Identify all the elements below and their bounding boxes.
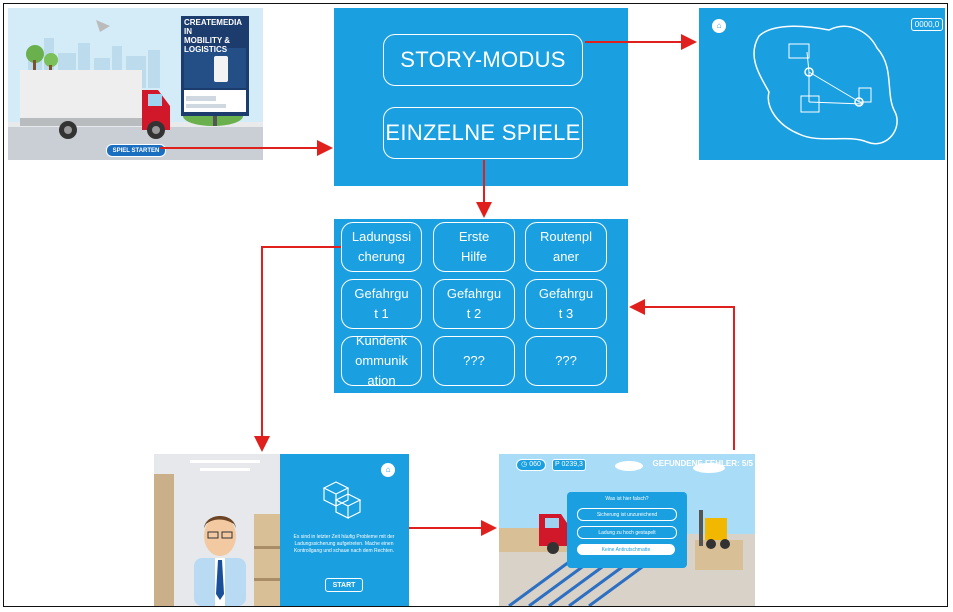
- story-mode-button[interactable]: STORY-MODUS: [383, 34, 583, 86]
- home-icon[interactable]: ⌂: [385, 465, 391, 474]
- intro-screen-thumbnail: ⌂ Es sind in letzter Zeit häufig Problem…: [154, 454, 409, 606]
- home-icon[interactable]: ⌂: [716, 21, 722, 30]
- poster-line-2: MOBILITY &: [184, 36, 231, 45]
- poster-line-1: CREATEMEDIA IN: [184, 18, 242, 36]
- map-score: 0000,0: [911, 18, 943, 31]
- game-tile-load-securing[interactable]: Ladungssi cherung: [341, 222, 422, 272]
- loading-yard-illustration: [499, 454, 755, 606]
- game-tile-unknown-1[interactable]: ???: [433, 336, 515, 386]
- game-screen-thumbnail: ◷ 060 P 0239,3 GEFUNDENE FEHLER: 5/5 Was…: [499, 454, 755, 606]
- game-tile-customer-communication[interactable]: Kundenk ommunik ation: [341, 333, 422, 388]
- game-selection-panel: [334, 219, 628, 393]
- game-tile-dangerous-goods-1[interactable]: Gefahrgu t 1: [341, 279, 422, 329]
- game-tile-dangerous-goods-3[interactable]: Gefahrgu t 3: [525, 279, 607, 329]
- question-dialog: Was ist hier falsch? Sicherung ist unzur…: [567, 492, 687, 568]
- clock-icon: ◷: [521, 461, 528, 468]
- game-tile-unknown-2[interactable]: ???: [525, 336, 607, 386]
- poster-line-3: LOGISTICS: [184, 45, 228, 54]
- option-button-selected[interactable]: Keine Antirutschmatte: [577, 544, 675, 555]
- errors-found-label: GEFUNDENE FEHLER: 5/5: [652, 459, 753, 468]
- points-badge: P 0239,3: [552, 459, 586, 471]
- poster-title: CREATEMEDIA IN MOBILITY & LOGISTICS: [184, 18, 246, 54]
- map-illustration: [712, 19, 898, 145]
- option-button[interactable]: Ladung zu hoch gestapelt: [577, 526, 677, 539]
- warehouse-illustration: [154, 454, 409, 606]
- intro-start-button[interactable]: START: [325, 578, 363, 592]
- game-tile-route-planner[interactable]: Routenpl aner: [525, 222, 607, 272]
- single-games-button[interactable]: EINZELNE SPIELE: [383, 107, 583, 159]
- map-screen-thumbnail: ⌂ 0000,0: [699, 8, 945, 160]
- intro-text: Es sind in letzter Zeit häufig Probleme …: [293, 534, 395, 554]
- start-screen-thumbnail: CREATEMEDIA IN MOBILITY & LOGISTICS SPIE…: [8, 8, 263, 160]
- game-tile-first-aid[interactable]: Erste Hilfe: [433, 222, 515, 272]
- timer-value: 060: [529, 461, 541, 468]
- start-scene-illustration: [8, 8, 263, 160]
- diagram-frame: [3, 3, 948, 607]
- game-tile-dangerous-goods-2[interactable]: Gefahrgu t 2: [433, 279, 515, 329]
- dialog-title: Was ist hier falsch?: [605, 496, 649, 502]
- option-button[interactable]: Sicherung ist unzureichend: [577, 508, 677, 521]
- timer-badge: ◷ 060: [516, 459, 546, 471]
- start-game-button[interactable]: SPIEL STARTEN: [106, 144, 166, 157]
